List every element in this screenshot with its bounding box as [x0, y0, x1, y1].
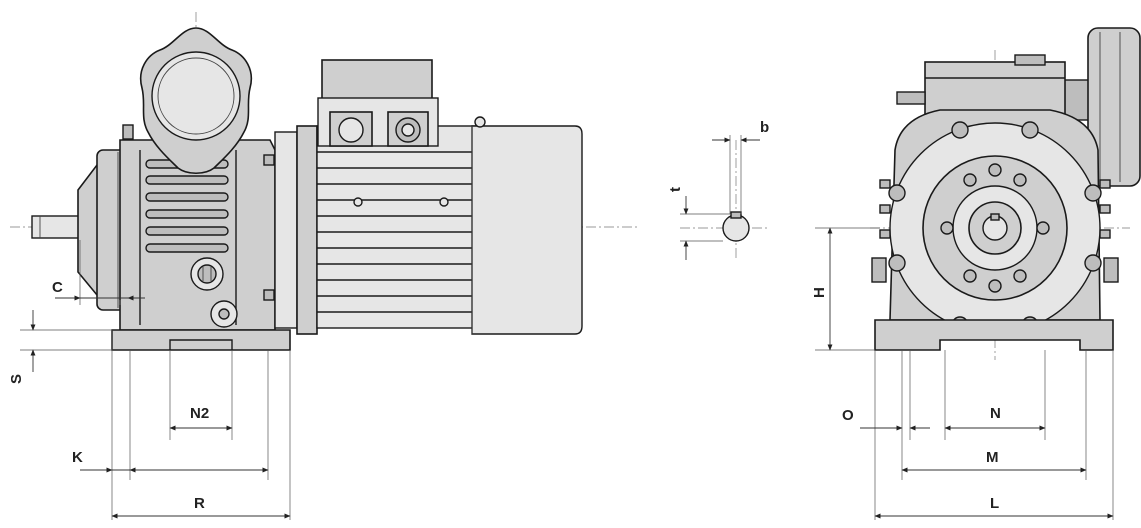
- label-b: b: [760, 119, 769, 136]
- gearbox-foot: [111, 329, 291, 351]
- front-view: H O N M L: [811, 27, 1141, 520]
- input-cover: [140, 27, 252, 175]
- label-r: R: [194, 495, 205, 512]
- fan-cover: [471, 116, 583, 335]
- edge-studs: [871, 179, 1119, 283]
- side-view: C S N2 K R: [8, 12, 640, 520]
- label-l: L: [990, 495, 999, 512]
- label-n: N: [990, 405, 1001, 422]
- label-t: t: [667, 187, 684, 192]
- label-s: S: [8, 374, 25, 384]
- shaft-key-detail: b t: [667, 119, 770, 260]
- terminal-box: [317, 59, 439, 147]
- output-shaft: [31, 215, 81, 239]
- label-n2: N2: [190, 405, 209, 422]
- motor-body: [316, 125, 489, 329]
- label-o: O: [842, 407, 854, 424]
- label-c: C: [52, 279, 63, 296]
- label-h: H: [811, 287, 828, 298]
- label-k: K: [72, 449, 83, 466]
- label-m: M: [986, 449, 999, 466]
- handwheel: [1061, 27, 1141, 187]
